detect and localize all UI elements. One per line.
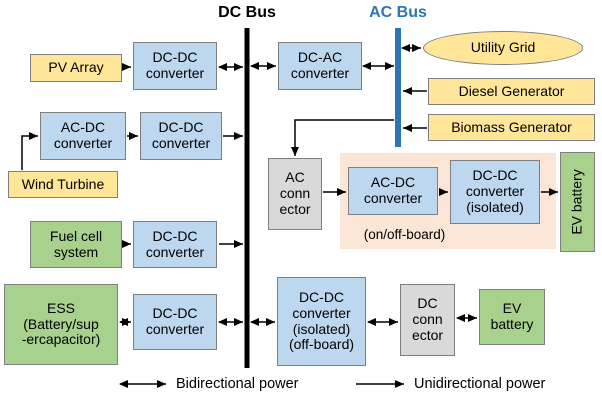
ac-bus-title: AC Bus bbox=[369, 4, 427, 21]
legend-unidirectional-label: Unidirectional power bbox=[414, 376, 546, 392]
utility-grid-node: Utility Grid bbox=[423, 31, 583, 65]
biomass-generator-node: Biomass Generator bbox=[428, 114, 595, 141]
arrow-acbus-to-ac-connector bbox=[291, 119, 394, 156]
ev-battery-ac-node: EV battery bbox=[560, 152, 595, 252]
ess-dcdc-converter-node: DC-DC converter bbox=[133, 294, 217, 350]
fuel-dcdc-converter-node: DC-DC converter bbox=[133, 221, 217, 268]
dc-bus-title: DC Bus bbox=[218, 4, 276, 21]
wind-turbine-node: Wind Turbine bbox=[8, 171, 118, 198]
fuel-cell-node: Fuel cell system bbox=[30, 221, 122, 268]
ev-battery-ac-label: EV battery bbox=[568, 169, 585, 235]
wind-acdc-converter-node: AC-DC converter bbox=[40, 112, 126, 160]
ess-node: ESS (Battery/sup -ercapacitor) bbox=[4, 284, 118, 365]
pv-array-node: PV Array bbox=[30, 54, 122, 82]
ev-battery-dc-node: EV battery bbox=[479, 289, 545, 345]
onoff-board-note: (on/off-board) bbox=[363, 227, 446, 242]
offboard-dcdc-converter-node: DC-DC converter (isolated) (off-board) bbox=[277, 277, 366, 366]
wind-dcdc-converter-node: DC-DC converter bbox=[140, 112, 222, 160]
onboard-dcdc-converter-node: DC-DC converter (isolated) bbox=[450, 160, 540, 224]
arrow-wind-to-acdc bbox=[21, 132, 38, 170]
pv-dcdc-converter-node: DC-DC converter bbox=[133, 42, 217, 90]
legend-bidirectional-label: Bidirectional power bbox=[176, 376, 299, 392]
ac-connector-node: AC conn ector bbox=[268, 158, 322, 230]
onboard-acdc-converter-node: AC-DC converter bbox=[348, 167, 438, 215]
diesel-generator-node: Diesel Generator bbox=[428, 78, 595, 105]
dc-ac-converter-node: DC-AC converter bbox=[278, 42, 362, 90]
dc-connector-node: DC conn ector bbox=[400, 284, 455, 356]
